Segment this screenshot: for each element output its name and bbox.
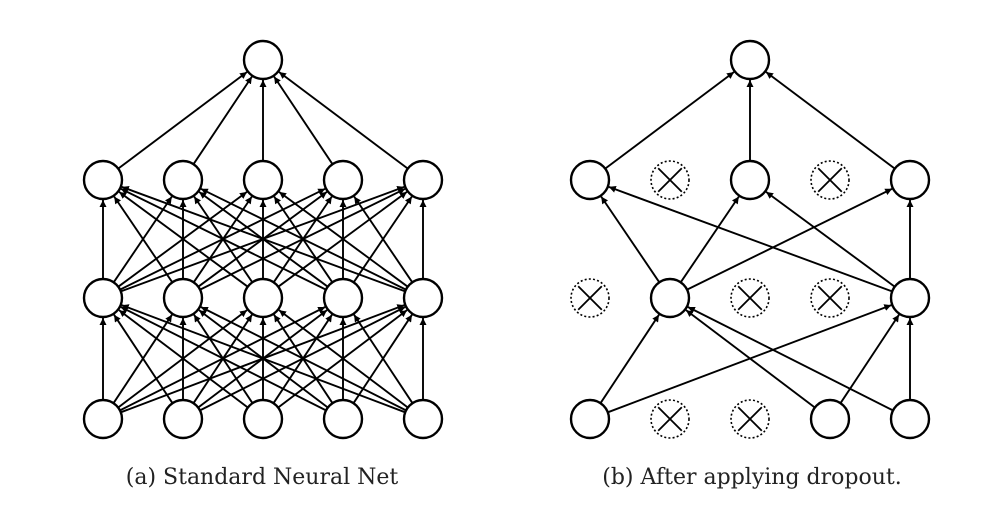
caption-after-dropout: (b) After applying dropout. [602,465,901,490]
caption-standard-neural-net: (a) Standard Neural Net [126,465,399,490]
edge [121,304,406,414]
edge [599,314,660,404]
edge [278,71,409,170]
neuron [889,277,931,319]
edge [765,191,896,288]
edge [600,196,661,283]
neuron [729,159,771,201]
neuron [889,159,931,201]
edge [353,196,414,283]
neuron [322,159,364,201]
edge [113,196,174,283]
edge [353,314,414,404]
edge [120,306,327,412]
edge [278,309,409,409]
dropped-neuron-icon [650,399,690,439]
edges-dropout [599,71,914,414]
nodes-dropout [569,39,931,440]
neuron [242,39,284,81]
edge [685,309,816,409]
neuron [162,159,204,201]
edge [273,76,334,165]
edge [679,196,740,283]
edges-standard [99,71,427,414]
neuron [402,159,444,201]
neuron [729,39,771,81]
dropped-neuron-icon [730,278,770,318]
neuron [242,277,284,319]
neuron [569,398,611,440]
edge [121,186,406,293]
neuron [569,159,611,201]
edge [839,314,900,404]
dropped-neuron-icon [570,278,610,318]
neuron [242,398,284,440]
diagram-standard-neural-net: (a) Standard Neural Net [82,39,444,490]
neuron [162,398,204,440]
dropped-neuron-icon [650,160,690,200]
edge [113,314,174,404]
dropped-neuron-icon [730,399,770,439]
edge [765,71,896,170]
edge [200,306,407,412]
edge [278,191,409,288]
dropped-neuron-icon [810,160,850,200]
neuron [402,277,444,319]
nodes-standard [82,39,444,440]
neuron [162,277,204,319]
edge [118,191,249,288]
edge [118,309,249,409]
neuron [82,277,124,319]
edge [117,71,248,170]
neuron [82,159,124,201]
edge [608,186,893,293]
neuron [242,159,284,201]
edge [686,187,893,291]
neuron [322,277,364,319]
dropped-neuron-icon [810,278,850,318]
neuron [809,398,851,440]
neuron [322,398,364,440]
edge [604,71,735,170]
neuron [889,398,931,440]
edge [200,187,407,291]
neuron [82,398,124,440]
neuron [649,277,691,319]
edge [192,76,253,165]
edge [687,306,894,412]
edge [120,187,327,291]
neuron [402,398,444,440]
diagram-after-dropout: (b) After applying dropout. [569,39,931,490]
